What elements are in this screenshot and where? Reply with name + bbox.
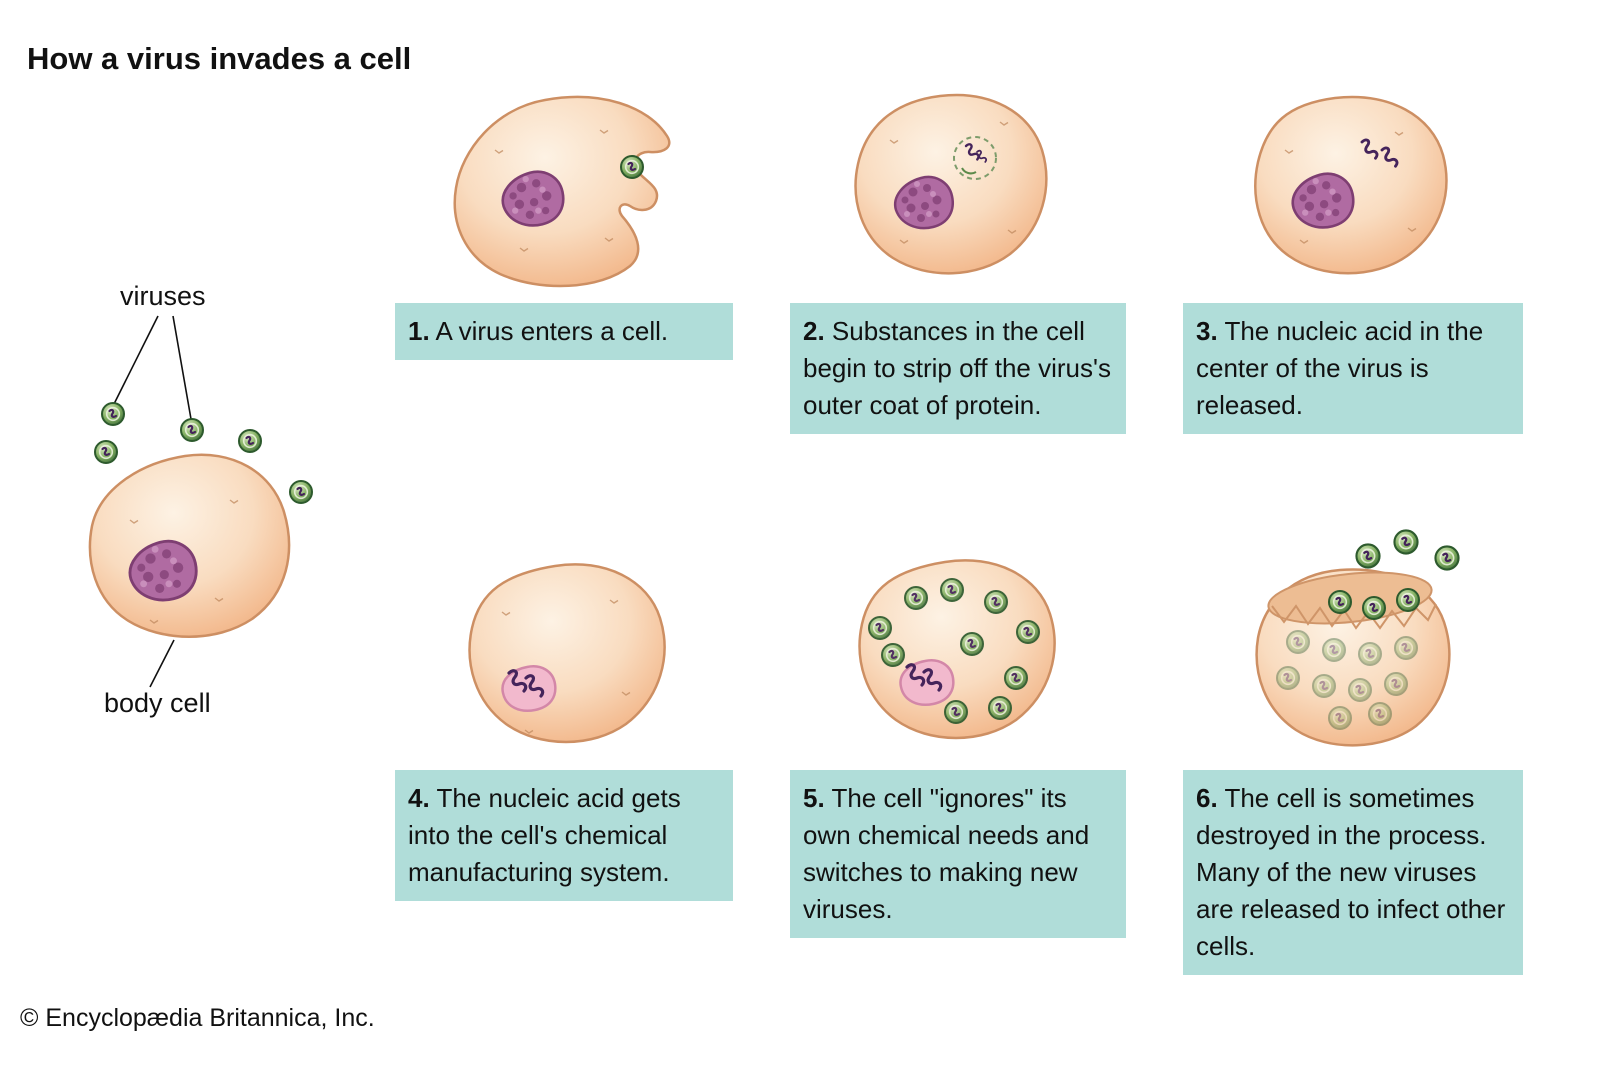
step-number: 3. <box>1196 316 1218 346</box>
step-text: The nucleic acid in the center of the vi… <box>1196 316 1484 420</box>
leader-line <box>149 639 175 688</box>
step-number: 5. <box>803 783 825 813</box>
step-number: 1. <box>408 316 430 346</box>
step-text: The cell is sometimes destroyed in the p… <box>1196 783 1506 961</box>
step1-illustration <box>453 95 671 288</box>
viruses-label: viruses <box>120 281 206 311</box>
virus-icon <box>1003 665 1029 691</box>
virus-icon <box>237 428 263 454</box>
virus-icon <box>1327 589 1353 615</box>
step3-illustration <box>1254 95 1448 275</box>
body-cell-shape <box>88 453 291 638</box>
step6-illustration <box>1255 529 1460 747</box>
virus-icon <box>1393 529 1419 555</box>
step-caption-1: 1. A virus enters a cell. <box>395 303 733 360</box>
virus-icon <box>903 585 929 611</box>
body-cell-illustration <box>88 315 314 688</box>
virus-icon <box>1434 545 1460 571</box>
cell-shape <box>468 563 666 744</box>
virus-icon <box>288 479 314 505</box>
pink-nucleus-icon <box>503 666 556 710</box>
virus-icon <box>867 615 893 641</box>
virus-icon <box>1361 595 1387 621</box>
leader-line <box>172 315 192 420</box>
pink-nucleus-icon <box>901 660 954 704</box>
step-caption-5: 5. The cell "ignores" its own chemical n… <box>790 770 1126 938</box>
virus-icon <box>943 699 969 725</box>
step-text: The nucleic acid gets into the cell's ch… <box>408 783 681 887</box>
virus-icon <box>939 577 965 603</box>
step-number: 2. <box>803 316 825 346</box>
stripping-coat-dashed-circle <box>953 136 997 180</box>
virus-icon <box>179 417 205 443</box>
step-caption-6: 6. The cell is sometimes destroyed in th… <box>1183 770 1523 975</box>
step-number: 4. <box>408 783 430 813</box>
virus-icon <box>983 589 1009 615</box>
step2-illustration <box>854 93 1048 275</box>
step-caption-3: 3. The nucleic acid in the center of the… <box>1183 303 1523 434</box>
copyright-credit: © Encyclopædia Britannica, Inc. <box>20 1004 375 1032</box>
virus-icon <box>987 695 1013 721</box>
step-text: Substances in the cell begin to strip of… <box>803 316 1111 420</box>
step-number: 6. <box>1196 783 1218 813</box>
step5-illustration <box>858 559 1056 740</box>
body-cell-label: body cell <box>104 688 211 718</box>
virus-icon <box>1395 587 1421 613</box>
step-caption-2: 2. Substances in the cell begin to strip… <box>790 303 1126 434</box>
leader-line <box>113 315 159 405</box>
cell-shape <box>1254 95 1448 275</box>
virus-icon <box>93 439 119 465</box>
virus-icon <box>100 401 126 427</box>
step-caption-4: 4. The nucleic acid gets into the cell's… <box>395 770 733 901</box>
virus-icon <box>880 642 906 668</box>
virus-icon <box>1015 619 1041 645</box>
torn-rim <box>1271 603 1437 630</box>
virus-icon <box>1355 543 1381 569</box>
page-title: How a virus invades a cell <box>27 40 412 76</box>
step4-illustration <box>468 563 666 744</box>
step-text: A virus enters a cell. <box>435 316 669 346</box>
step-text: The cell "ignores" its own chemical need… <box>803 783 1090 924</box>
cell-shape <box>854 93 1048 275</box>
virus-icon <box>959 631 985 657</box>
coat-fragment <box>961 167 977 175</box>
virus-icon <box>619 154 645 180</box>
